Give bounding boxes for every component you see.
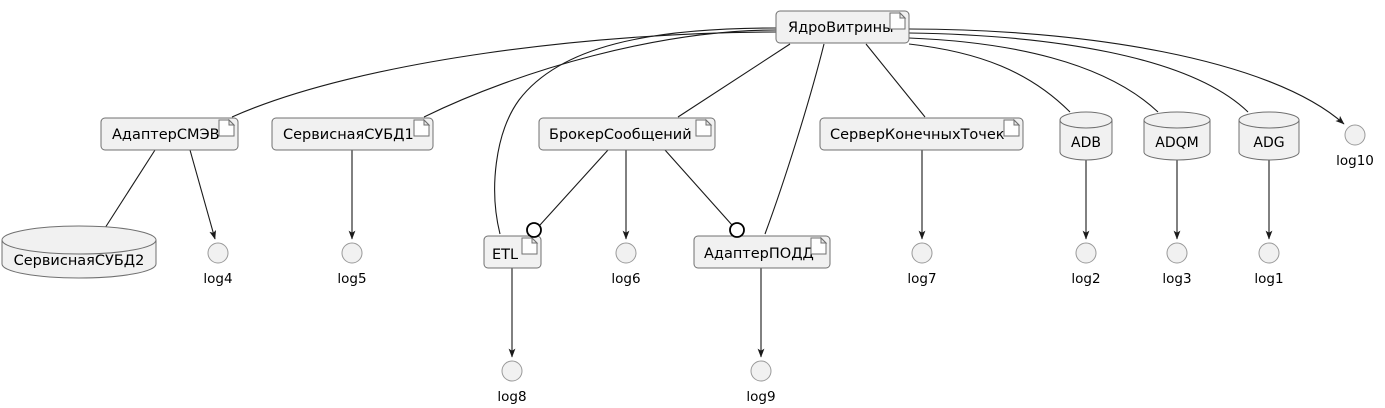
node-log8-label: log8	[497, 389, 526, 405]
component-layer: ЯдроВитрины АдаптерСМЭВ СервиснаяСУБД1	[100, 10, 1024, 269]
node-log9[interactable]: log9	[746, 360, 776, 405]
node-podd[interactable]: АдаптерПОДД	[693, 235, 831, 269]
node-log7-label: log7	[907, 271, 936, 287]
edge-smev-to-subd2	[104, 149, 156, 229]
edge-broker-to-etl	[539, 149, 609, 226]
node-log3-label: log3	[1162, 271, 1191, 287]
node-adg-label: ADG	[1253, 135, 1284, 151]
node-adb[interactable]: ADB	[1059, 111, 1113, 161]
node-log4-label: log4	[203, 271, 232, 287]
edge-root-to-adb	[908, 43, 1071, 113]
node-log10[interactable]: log10	[1336, 124, 1374, 169]
node-log8[interactable]: log8	[497, 360, 527, 405]
component-icon	[695, 118, 713, 137]
edge-root-to-broker	[677, 43, 791, 118]
node-root[interactable]: ЯдроВитрины	[775, 10, 910, 44]
edge-layer	[104, 27, 1345, 358]
node-etl[interactable]: ETL	[483, 235, 542, 269]
interface-layer	[526, 222, 745, 238]
component-icon	[1003, 118, 1021, 137]
interface-port-etl[interactable]	[526, 222, 542, 238]
node-smev-label: АдаптерСМЭВ	[112, 127, 220, 143]
node-log9-label: log9	[746, 389, 775, 405]
edge-root-to-smev	[231, 31, 777, 118]
node-log2[interactable]: log2	[1071, 242, 1101, 287]
edge-broker-to-podd	[664, 149, 733, 226]
edge-root-to-subd1	[423, 29, 777, 118]
component-icon	[218, 118, 236, 137]
node-broker[interactable]: БрокерСообщений	[538, 117, 716, 151]
interface-port-podd[interactable]	[729, 222, 745, 238]
node-log6[interactable]: log6	[611, 242, 641, 287]
edge-root-to-podd	[764, 43, 825, 235]
edge-root-to-log10	[908, 28, 1345, 125]
node-endpoints[interactable]: СерверКонечныхТочек	[819, 117, 1024, 151]
node-adqm-label: ADQM	[1155, 135, 1198, 151]
node-subd1-label: СервиснаяСУБД1	[283, 127, 414, 143]
node-adg[interactable]: ADG	[1238, 111, 1300, 161]
node-log10-label: log10	[1336, 153, 1374, 169]
node-podd-label: АдаптерПОДД	[704, 246, 814, 262]
node-log5-label: log5	[337, 271, 366, 287]
node-log3[interactable]: log3	[1162, 242, 1192, 287]
node-etl-label: ETL	[492, 247, 518, 263]
node-log1[interactable]: log1	[1254, 242, 1284, 287]
node-adb-label: ADB	[1071, 135, 1101, 151]
edge-smev-to-log4	[189, 149, 217, 240]
node-log1-label: log1	[1254, 271, 1283, 287]
edge-root-to-etl	[494, 27, 777, 235]
node-smev[interactable]: АдаптерСМЭВ	[100, 117, 239, 151]
node-broker-label: БрокерСообщений	[549, 127, 692, 143]
node-log5[interactable]: log5	[337, 242, 367, 287]
database-layer: ADB ADQM ADG СервиснаяСУБД2	[1, 111, 1300, 279]
component-icon	[521, 236, 539, 255]
node-subd2-label: СервиснаяСУБД2	[14, 253, 145, 269]
node-adqm[interactable]: ADQM	[1143, 111, 1211, 161]
edge-root-to-adqm	[908, 37, 1159, 113]
component-icon	[889, 11, 907, 30]
edge-root-to-endpoints	[865, 43, 926, 118]
node-log6-label: log6	[611, 271, 640, 287]
node-subd2[interactable]: СервиснаяСУБД2	[1, 225, 157, 279]
component-icon	[413, 118, 431, 137]
node-log2-label: log2	[1071, 271, 1100, 287]
node-log7[interactable]: log7	[907, 242, 937, 287]
edge-root-to-adg	[908, 32, 1249, 113]
node-endpoints-label: СерверКонечныхТочек	[830, 127, 1005, 143]
node-root-label: ЯдроВитрины	[788, 20, 894, 36]
log-layer: log4 log5 log6 log7 log2 log3	[203, 124, 1374, 405]
node-log4[interactable]: log4	[203, 242, 233, 287]
component-icon	[810, 236, 828, 255]
node-subd1[interactable]: СервиснаяСУБД1	[271, 117, 434, 151]
